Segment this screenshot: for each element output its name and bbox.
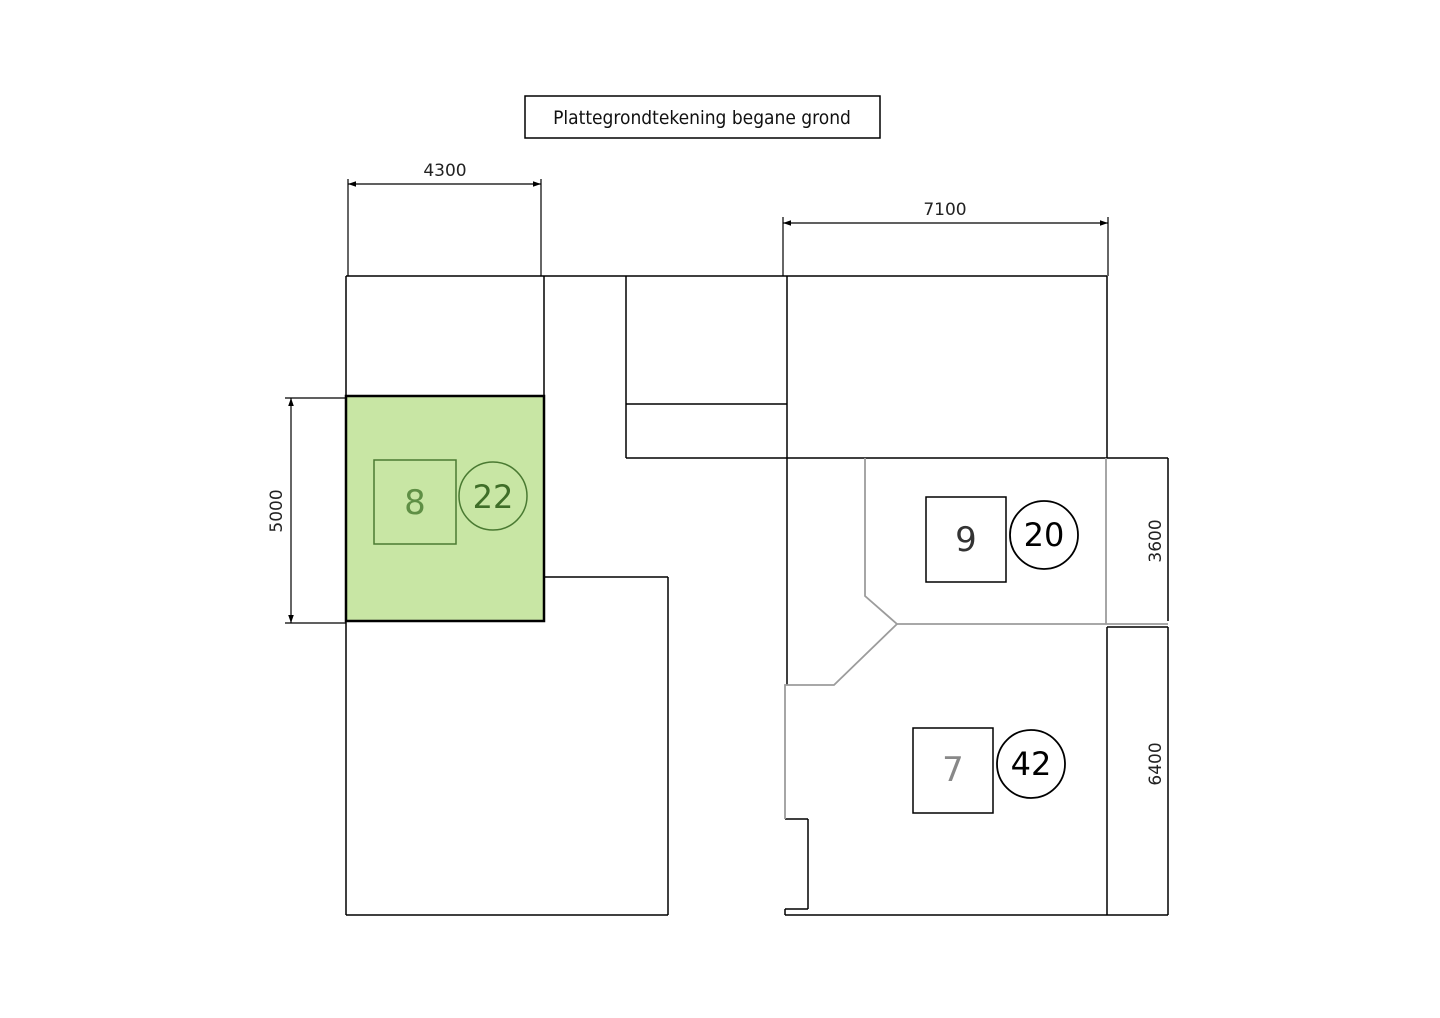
title-frame	[524, 95, 881, 139]
room-tag-8[interactable]: 8 22	[373, 459, 528, 545]
room-number: 8	[404, 483, 426, 523]
room-number-box	[912, 727, 994, 814]
room-tag-7[interactable]: 7 42	[912, 727, 1066, 814]
dimension-label: 7100	[923, 200, 966, 220]
dimension-top-right: 7100	[782, 200, 1109, 276]
room-value: 22	[473, 478, 514, 516]
room-value: 42	[1011, 745, 1052, 783]
room-tag-9[interactable]: 9 20	[925, 496, 1079, 583]
room-number-box	[925, 496, 1007, 583]
plan-title: Plattegrondtekening begane grond	[553, 107, 851, 129]
walls	[345, 275, 1169, 916]
title-block: Plattegrondtekening begane grond	[524, 95, 881, 139]
dimension-right-upper: 3600	[1146, 519, 1166, 562]
room-value-circle	[996, 729, 1066, 799]
dimension-label: 4300	[423, 161, 466, 181]
room-number: 9	[955, 520, 977, 560]
room-number-box	[373, 459, 457, 545]
room-8-highlight[interactable]	[344, 394, 546, 623]
dimension-left: 5000	[267, 397, 346, 624]
room-number: 7	[942, 750, 964, 790]
gray-boundaries	[784, 458, 1168, 819]
room-value-circle	[1009, 500, 1079, 570]
dimension-label: 5000	[267, 489, 287, 532]
room-value-circle	[458, 461, 528, 531]
room-value: 20	[1024, 516, 1065, 554]
dimension-right-lower: 6400	[1146, 742, 1166, 785]
dimension-top-left: 4300	[347, 161, 542, 276]
